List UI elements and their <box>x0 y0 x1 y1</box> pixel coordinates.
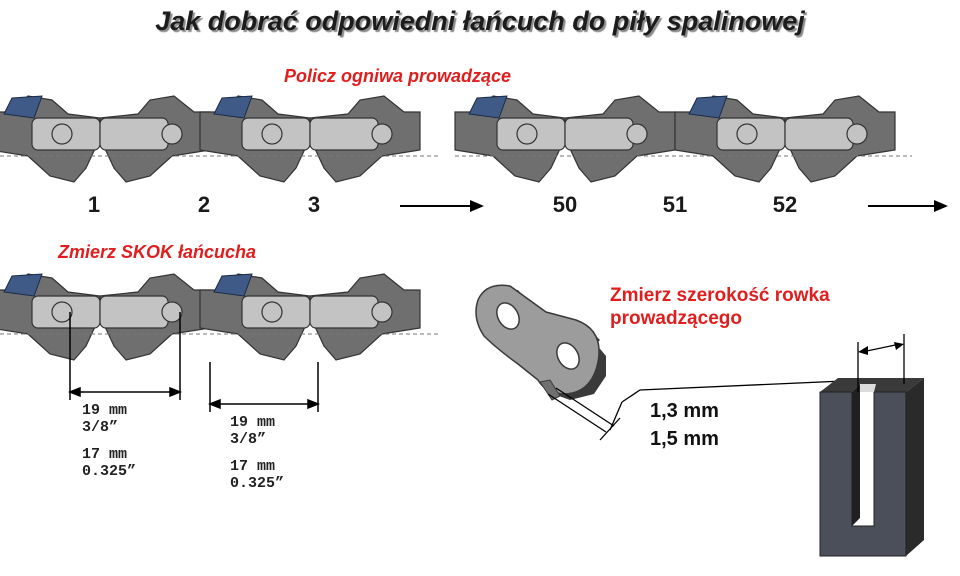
gauge-dimension <box>547 379 867 441</box>
count-links-label: Policz ogniwa prowadzące <box>284 66 512 86</box>
link-number-51: 51 <box>662 192 688 217</box>
chain-bottom <box>0 273 421 361</box>
link-number-52: 52 <box>772 192 798 217</box>
link-number-3: 3 <box>307 192 321 217</box>
pitch-right-in1: 3/8” <box>230 431 267 448</box>
chain-top-left <box>0 95 421 183</box>
pitch-right-mm2: 17 mm <box>230 458 276 475</box>
measure-pitch-label: Zmierz SKOK łańcucha <box>58 242 257 262</box>
chain-top-right <box>454 95 896 183</box>
groove-profile-3d <box>819 334 924 557</box>
link-number-1: 1 <box>87 192 101 217</box>
pitch-measurement-right: 19 mm 3/8” 17 mm 0.325” <box>230 414 284 492</box>
pitch-left-in2: 0.325” <box>82 463 137 480</box>
link-number-50: 50 <box>552 192 578 217</box>
gauge-value-2: 1,5 mm <box>650 428 719 450</box>
page-title: Jak dobrać odpowiedni łańcuch do piły sp… <box>155 6 805 36</box>
link-number-2: 2 <box>197 192 211 217</box>
pitch-left-in1: 3/8” <box>82 419 119 436</box>
pitch-left-mm1: 19 mm <box>82 402 128 419</box>
measure-groove-label-line1: Zmierz szerokość rowka <box>610 285 830 306</box>
arrow-right-icon <box>868 200 948 212</box>
pitch-dimension-right <box>207 362 321 412</box>
arrow-right-icon <box>400 200 484 212</box>
measure-groove-label-line2: prowadzącego <box>610 308 742 329</box>
drive-link-3d <box>475 284 606 401</box>
pitch-left-mm2: 17 mm <box>82 446 128 463</box>
gauge-value-1: 1,3 mm <box>650 400 719 422</box>
pitch-measurement-left: 19 mm 3/8” 17 mm 0.325” <box>82 402 136 480</box>
pitch-dimension-left <box>67 312 183 400</box>
measure-groove-label: Zmierz szerokość rowka prowadzącego <box>610 284 830 330</box>
pitch-right-mm1: 19 mm <box>230 414 276 431</box>
pitch-right-in2: 0.325” <box>230 475 285 492</box>
